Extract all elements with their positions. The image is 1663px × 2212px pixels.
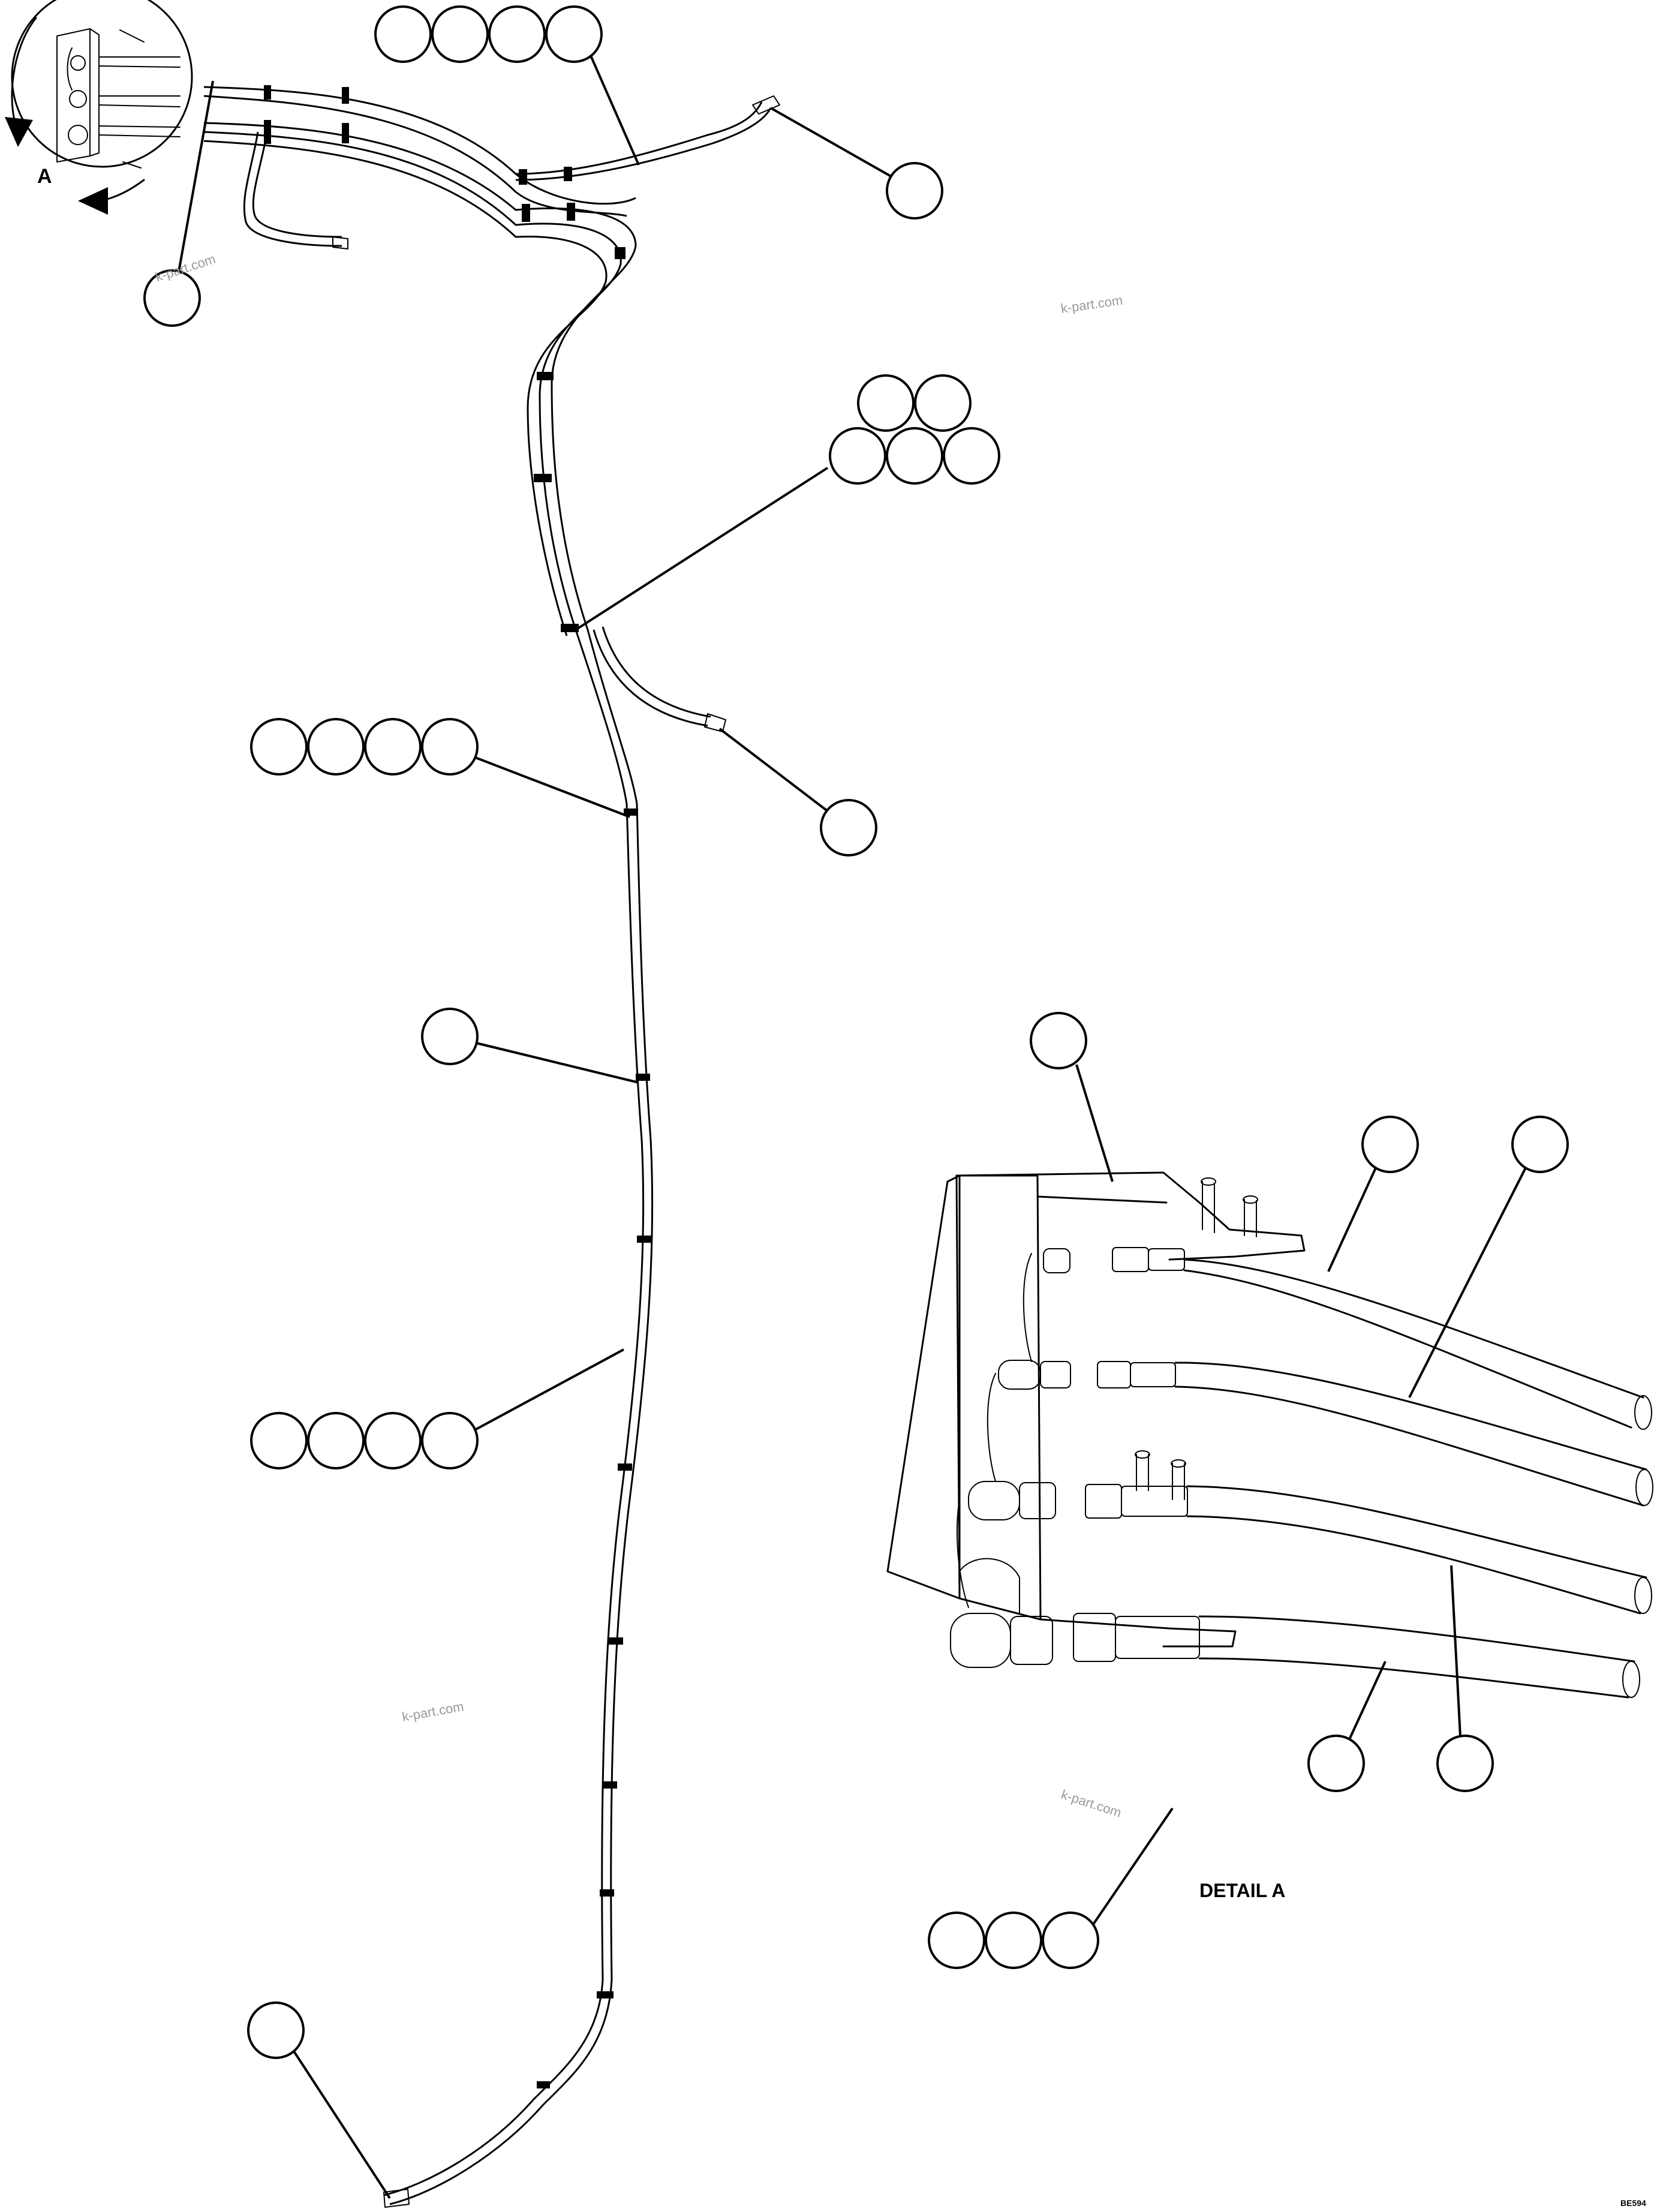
view-marker-label: A bbox=[37, 165, 52, 188]
callout-bubble bbox=[1307, 1735, 1365, 1792]
callout-bubble bbox=[943, 427, 1000, 485]
detail-caption: DETAIL A bbox=[1199, 1880, 1285, 1901]
callout-top-right bbox=[770, 107, 943, 220]
callout-top-left bbox=[143, 80, 214, 327]
quick-coupler-2 bbox=[987, 1360, 1176, 1482]
detail-view-circle bbox=[11, 0, 193, 169]
callout-bubble bbox=[914, 374, 972, 432]
callout-bubble bbox=[143, 269, 201, 327]
callout-bubble bbox=[250, 718, 308, 776]
callout-group-top bbox=[374, 5, 640, 166]
callout-bubble bbox=[364, 1412, 422, 1469]
quick-coupler-4 bbox=[950, 1558, 1200, 1668]
detail-callout-hose-4 bbox=[1307, 1661, 1387, 1792]
callout-bubble bbox=[1511, 1116, 1569, 1173]
hose-bundle bbox=[203, 86, 772, 2205]
callout-bubble bbox=[247, 2001, 305, 2059]
callout-bubble bbox=[857, 374, 915, 432]
watermark-text: k-part.com bbox=[401, 1699, 465, 1724]
callout-bubble bbox=[1436, 1735, 1494, 1792]
drawing-code: BE594 bbox=[1620, 2198, 1646, 2208]
callout-right-branch bbox=[718, 728, 877, 856]
detail-callout-hose-1 bbox=[1327, 1116, 1419, 1272]
callout-bubble bbox=[985, 1912, 1042, 1969]
callout-bottom-left bbox=[247, 2001, 391, 2199]
callout-bubble bbox=[1030, 1012, 1087, 1069]
callout-bubble bbox=[829, 427, 886, 485]
watermark-text: k-part.com bbox=[1059, 1787, 1123, 1820]
quick-coupler-3 bbox=[956, 1481, 1188, 1608]
callout-bubble bbox=[307, 1412, 365, 1469]
hose-clamps bbox=[264, 85, 651, 2088]
callout-bubble bbox=[374, 5, 432, 63]
detail-callout-hose-2 bbox=[1408, 1116, 1569, 1398]
rotation-arrow-icon bbox=[5, 17, 145, 215]
callout-bubble bbox=[886, 162, 943, 220]
callout-bubble bbox=[364, 718, 422, 776]
callout-bubble bbox=[250, 1412, 308, 1469]
callout-bubble bbox=[545, 5, 603, 63]
callout-group-middle bbox=[575, 374, 1000, 631]
callout-bubble bbox=[1361, 1116, 1419, 1173]
detail-a-manifold bbox=[886, 1171, 1653, 1699]
detail-callout-hose-3 bbox=[1436, 1565, 1494, 1792]
callout-bubble bbox=[820, 799, 877, 856]
callout-bubble bbox=[928, 1912, 985, 1969]
callout-bubble bbox=[421, 1412, 479, 1469]
quick-coupler-1 bbox=[1023, 1247, 1185, 1362]
callout-bubble bbox=[421, 1008, 479, 1065]
watermark-text: k-part.com bbox=[1060, 293, 1123, 316]
callout-bubble bbox=[1042, 1912, 1099, 1969]
callout-left-2 bbox=[421, 1008, 639, 1084]
callout-bubble bbox=[431, 5, 489, 63]
callout-bubble bbox=[421, 718, 479, 776]
callout-bubble bbox=[488, 5, 546, 63]
callout-bubble bbox=[307, 718, 365, 776]
detail-callout-plate bbox=[1030, 1012, 1114, 1182]
callout-bubble bbox=[886, 427, 943, 485]
callout-group-left-1 bbox=[250, 718, 630, 818]
detail-callout-studs bbox=[928, 1807, 1174, 1969]
callout-group-left-3 bbox=[250, 1348, 624, 1469]
hose-end-fittings bbox=[332, 95, 780, 2208]
